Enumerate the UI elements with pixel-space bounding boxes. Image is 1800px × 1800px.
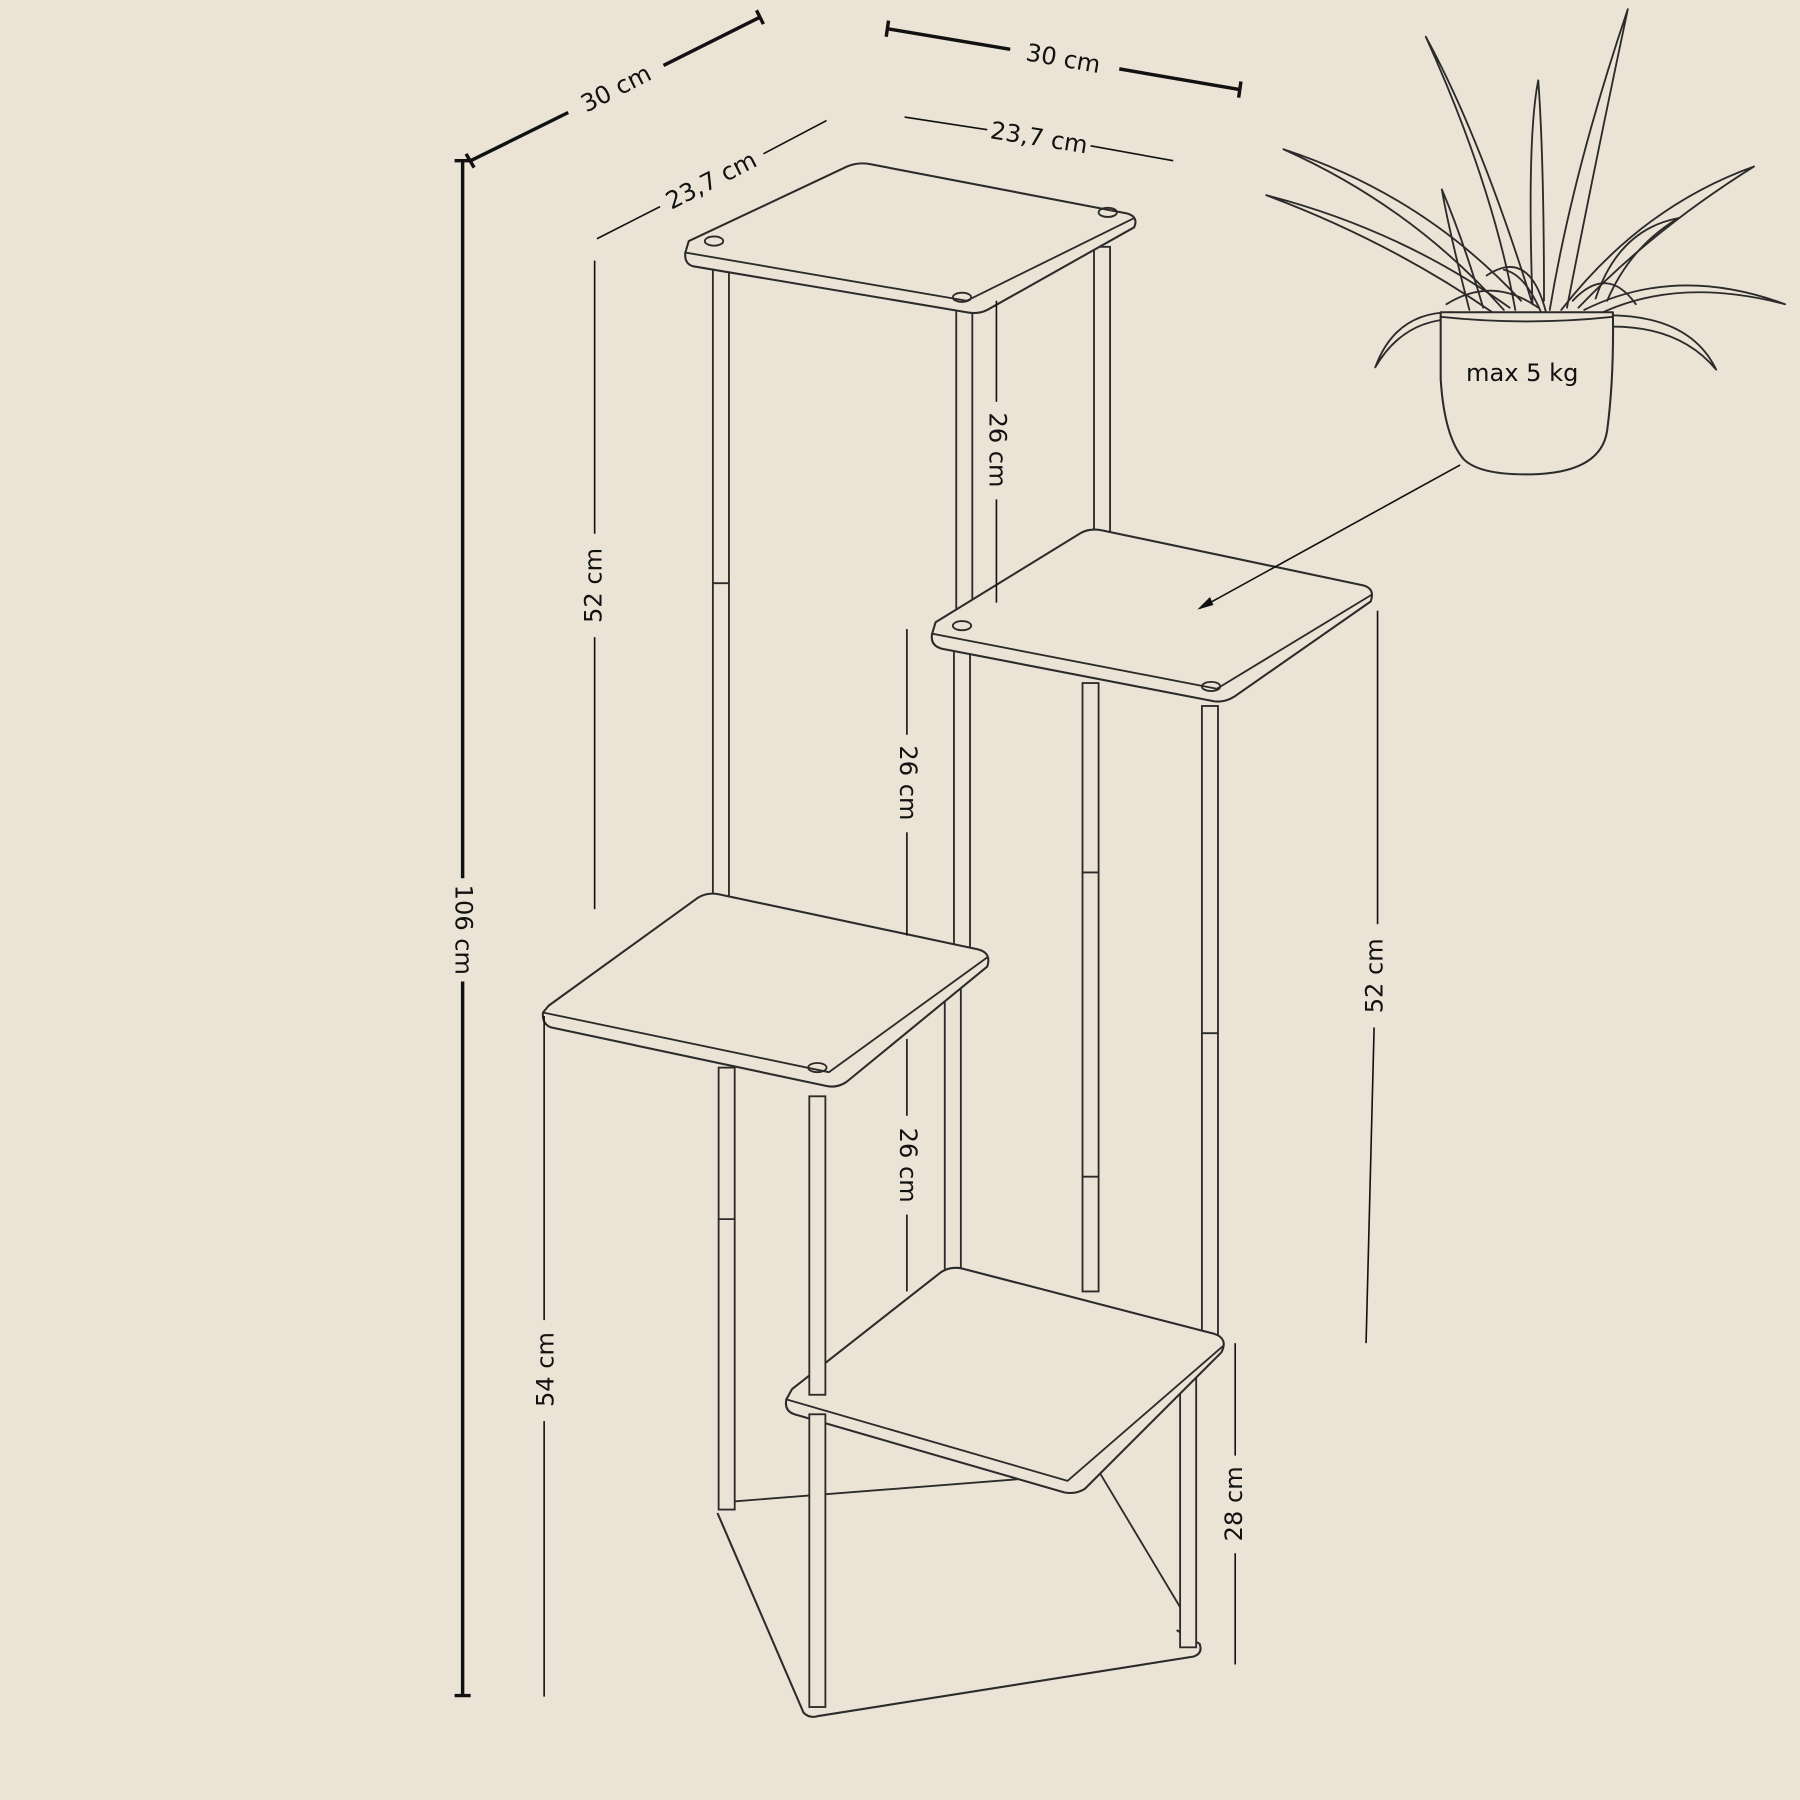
posts: [711, 245, 1219, 1649]
shelf-middle-left: [541, 892, 990, 1088]
max-load-label: max 5 kg: [1466, 359, 1578, 387]
label-left-lower-height: 54 cm: [531, 1332, 559, 1407]
label-right-height: 52 cm: [1360, 938, 1388, 1013]
shelf-upper-right: [930, 528, 1373, 703]
label-top-gap: 26 cm: [983, 412, 1011, 487]
aloe-plant-icon: max 5 kg: [1265, 8, 1786, 476]
label-total-height: 106 cm: [450, 885, 478, 975]
label-bottom-gap: 28 cm: [1220, 1466, 1248, 1541]
label-outer-width: 30 cm: [1024, 38, 1103, 79]
shelf-top: [684, 162, 1137, 315]
label-shelf-width: 23,7 cm: [988, 116, 1089, 159]
base-frame: [716, 1471, 1202, 1718]
label-left-upper-height: 52 cm: [580, 548, 608, 623]
shelf-lower: [784, 1266, 1225, 1495]
label-shelf-depth: 23,7 cm: [661, 146, 761, 215]
posts-front: [808, 1095, 827, 1708]
label-outer-depth: 30 cm: [576, 59, 656, 118]
dimension-lines: [454, 9, 1461, 1698]
label-middle-gap: 26 cm: [894, 745, 922, 820]
label-lower-gap: 26 cm: [894, 1128, 922, 1203]
